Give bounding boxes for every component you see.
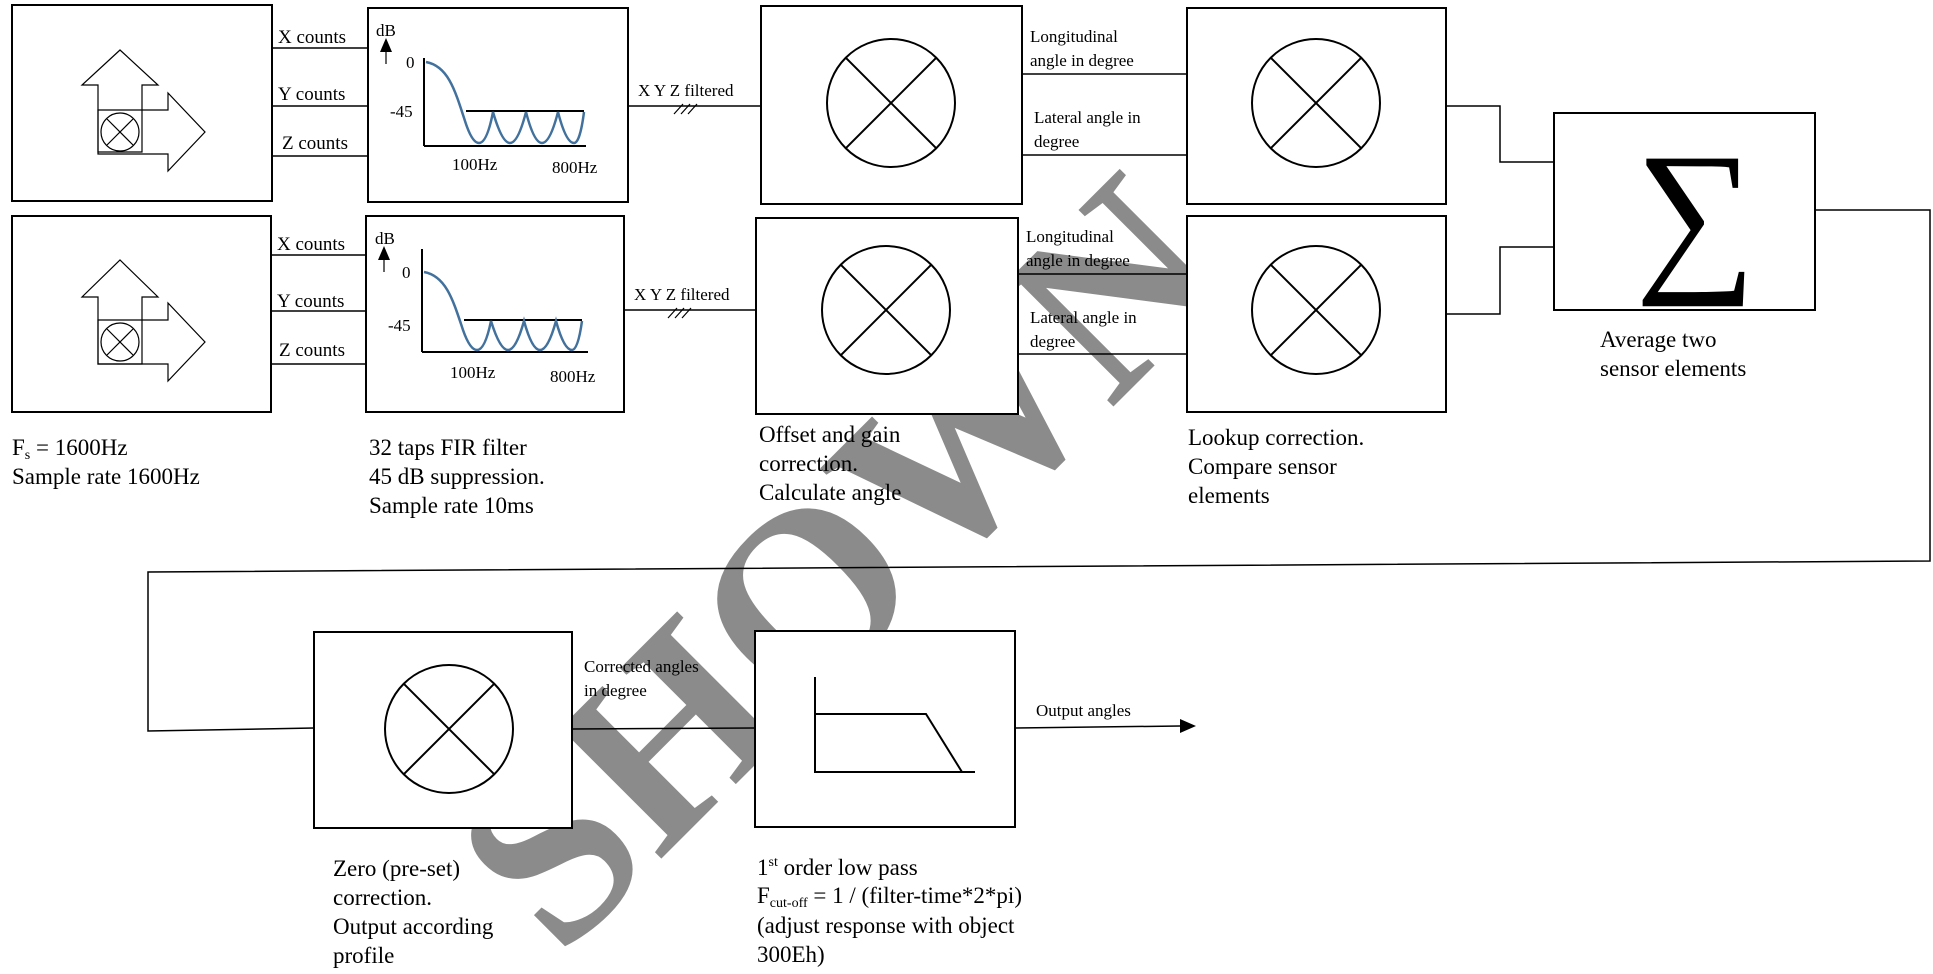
multiplier-icon bbox=[826, 38, 956, 168]
axes-icon bbox=[80, 49, 206, 173]
sensor-2-wires: X counts Y counts Z counts bbox=[271, 234, 366, 365]
db-zero-label: 0 bbox=[402, 263, 411, 282]
svg-text:300Eh): 300Eh) bbox=[757, 942, 825, 967]
feedback-wire bbox=[147, 209, 1931, 732]
svg-text:correction.: correction. bbox=[333, 885, 432, 910]
db-zero-label: 0 bbox=[406, 53, 415, 72]
z-counts-label: Z counts bbox=[282, 133, 348, 154]
freq-100hz-label: 100Hz bbox=[450, 363, 496, 382]
svg-text:Compare sensor: Compare sensor bbox=[1188, 454, 1337, 479]
svg-text:Output according: Output according bbox=[333, 914, 494, 939]
output-wire: Output angles bbox=[1014, 701, 1196, 733]
corrected-angles-wire: Corrected angles in degree bbox=[571, 657, 756, 730]
svg-text:Lookup correction.: Lookup correction. bbox=[1188, 425, 1364, 450]
frequency-response-curve bbox=[423, 270, 584, 352]
angle-wires-2: Longitudinal angle in degree Lateral ang… bbox=[1018, 227, 1187, 355]
longitudinal-label-2a: Longitudinal bbox=[1026, 227, 1114, 246]
db-minus45-label: -45 bbox=[390, 102, 413, 121]
xyz-bus-2: X Y Z filtered bbox=[624, 285, 756, 319]
db-axis-label: dB bbox=[375, 229, 395, 248]
fir-filter-block-1: dB 0 -45 100Hz 800Hz bbox=[367, 7, 629, 203]
svg-text:(adjust response with object: (adjust response with object bbox=[757, 913, 1015, 938]
output-angles-label: Output angles bbox=[1036, 701, 1131, 720]
sample-rate-caption: Sample rate 1600Hz bbox=[12, 464, 200, 489]
y-counts-label: Y counts bbox=[277, 291, 344, 312]
x-counts-label: X counts bbox=[278, 27, 346, 48]
svg-text:Zero (pre-set): Zero (pre-set) bbox=[333, 856, 460, 881]
xyz-bus-1: X Y Z filtered bbox=[628, 81, 761, 115]
lateral-label-2a: Lateral angle in bbox=[1030, 308, 1137, 327]
cutoff-formula-caption: Fcut-off = 1 / (filter-time*2*pi) bbox=[757, 883, 1022, 911]
db-axis-label: dB bbox=[376, 21, 396, 40]
angle-wires-1: Longitudinal angle in degree Lateral ang… bbox=[1022, 27, 1187, 156]
freq-100hz-label: 100Hz bbox=[452, 155, 498, 174]
x-counts-label: X counts bbox=[277, 234, 345, 255]
zero-caption: Zero (pre-set) correction. Output accord… bbox=[333, 856, 494, 968]
average-caption: Average two sensor elements bbox=[1600, 327, 1746, 381]
sensor-1-wires: X counts Y counts Z counts bbox=[272, 27, 368, 157]
fir-filter-block-2: dB 0 -45 100Hz 800Hz bbox=[365, 215, 625, 413]
zero-correction-block bbox=[313, 631, 573, 829]
offset-gain-block-2 bbox=[755, 217, 1019, 415]
freq-800hz-label: 800Hz bbox=[552, 158, 598, 177]
fir-caption: 32 taps FIR filter 45 dB suppression. Sa… bbox=[369, 435, 545, 518]
svg-text:sensor elements: sensor elements bbox=[1600, 356, 1746, 381]
lookup-block-2 bbox=[1186, 215, 1447, 413]
xyz-filtered-label: X Y Z filtered bbox=[638, 81, 734, 100]
lowpass-order-caption: 1st order low pass bbox=[757, 855, 918, 880]
multiplier-icon bbox=[1251, 245, 1381, 375]
sum-block: ∑ bbox=[1553, 112, 1816, 311]
lookup-block-1 bbox=[1186, 7, 1447, 205]
svg-text:correction.: correction. bbox=[759, 451, 858, 476]
lookup-caption: Lookup correction. Compare sensor elemen… bbox=[1188, 425, 1364, 508]
low-pass-block bbox=[754, 630, 1016, 828]
lateral-label-1a: Lateral angle in bbox=[1034, 108, 1141, 127]
y-counts-label: Y counts bbox=[278, 84, 345, 105]
freq-800hz-label: 800Hz bbox=[550, 367, 596, 386]
svg-text:32 taps FIR filter: 32 taps FIR filter bbox=[369, 435, 527, 460]
offset-gain-block-1 bbox=[760, 5, 1023, 205]
sensor-caption: Fs = 1600Hz Sample rate 1600Hz bbox=[12, 435, 200, 489]
z-counts-label: Z counts bbox=[279, 340, 345, 361]
sensor-block-1 bbox=[11, 4, 273, 202]
multiplier-icon bbox=[384, 664, 514, 794]
svg-text:Sample rate 10ms: Sample rate 10ms bbox=[369, 493, 534, 518]
lateral-label-2b: degree bbox=[1030, 332, 1075, 351]
low-pass-response-icon bbox=[814, 677, 975, 773]
sampling-frequency-caption: Fs = 1600Hz bbox=[12, 435, 128, 463]
svg-text:elements: elements bbox=[1188, 483, 1270, 508]
multiplier-icon bbox=[1251, 38, 1381, 168]
db-minus45-label: -45 bbox=[388, 316, 411, 335]
frequency-response-curve bbox=[425, 60, 586, 145]
svg-text:profile: profile bbox=[333, 943, 394, 968]
offset-caption: Offset and gain correction. Calculate an… bbox=[759, 422, 901, 505]
corrected-angles-label-a: Corrected angles bbox=[584, 657, 699, 676]
lateral-label-1b: degree bbox=[1034, 132, 1079, 151]
svg-text:45 dB suppression.: 45 dB suppression. bbox=[369, 464, 545, 489]
sensor-block-2 bbox=[11, 215, 272, 413]
axes-icon bbox=[80, 259, 206, 383]
corrected-angles-label-b: in degree bbox=[584, 681, 647, 700]
longitudinal-label-1a: Longitudinal bbox=[1030, 27, 1118, 46]
sum-input-wires bbox=[1446, 105, 1554, 315]
sigma-symbol: ∑ bbox=[1635, 119, 1756, 307]
longitudinal-label-2b: angle in degree bbox=[1026, 251, 1130, 270]
lowpass-caption: 1st order low pass Fcut-off = 1 / (filte… bbox=[757, 855, 1022, 967]
multiplier-icon bbox=[821, 245, 951, 375]
svg-text:Calculate angle: Calculate angle bbox=[759, 480, 901, 505]
svg-text:Average two: Average two bbox=[1600, 327, 1716, 352]
longitudinal-label-1b: angle in degree bbox=[1030, 51, 1134, 70]
xyz-filtered-label: X Y Z filtered bbox=[634, 285, 730, 304]
svg-text:Offset and gain: Offset and gain bbox=[759, 422, 901, 447]
